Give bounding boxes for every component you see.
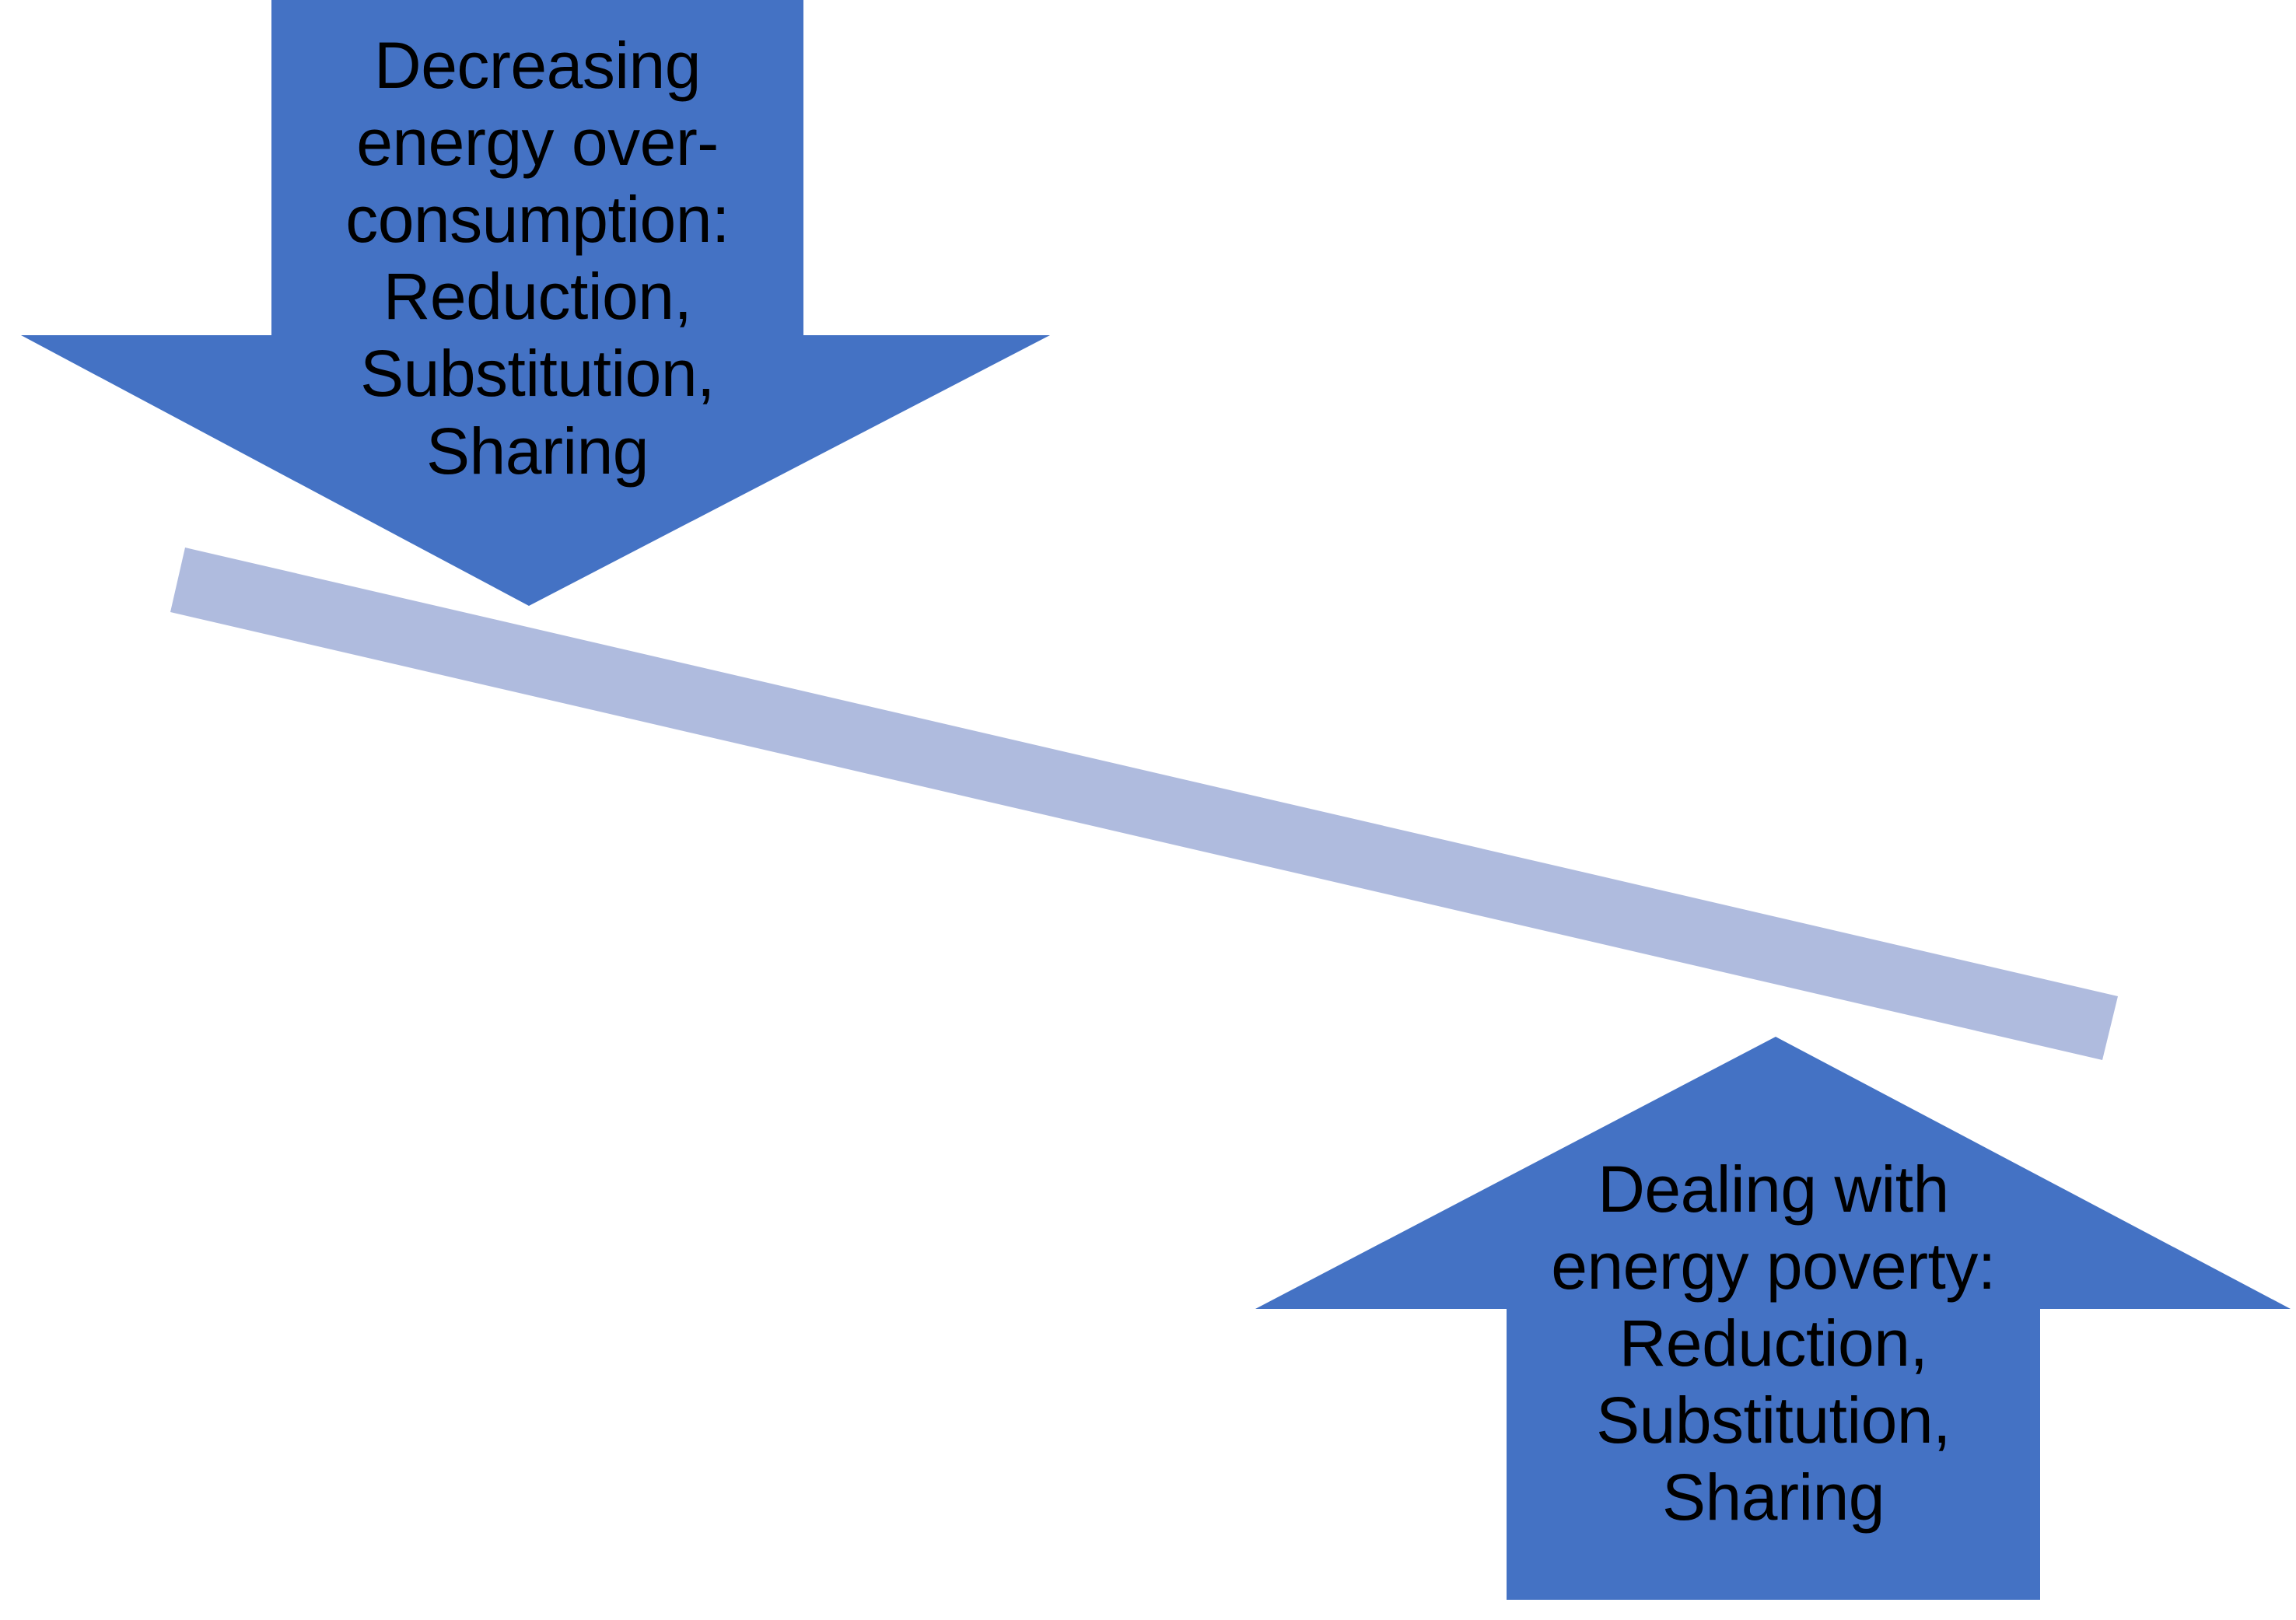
down-arrow-shape[interactable]	[21, 0, 1050, 606]
up-arrow-shape[interactable]	[1255, 1037, 2291, 1600]
seesaw-beam	[170, 548, 2118, 1060]
